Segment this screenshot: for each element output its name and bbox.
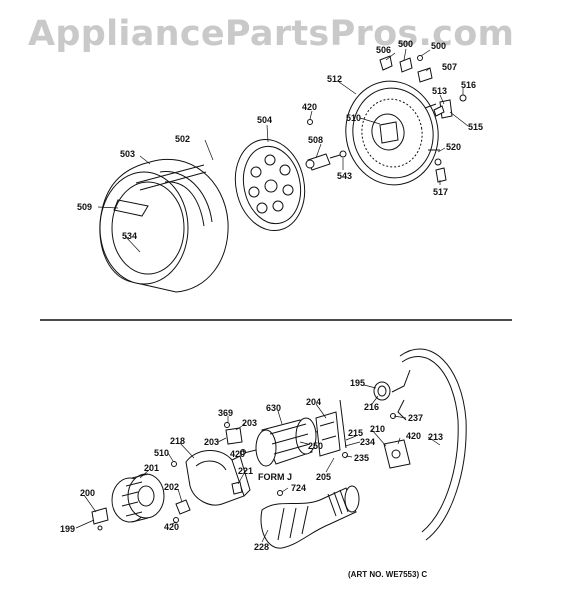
label-507: 507 bbox=[442, 62, 457, 72]
label-420: 420 bbox=[406, 431, 421, 441]
label-504: 504 bbox=[257, 115, 272, 125]
motor-630 bbox=[239, 417, 331, 467]
label-534: 534 bbox=[122, 231, 137, 241]
art-number: (ART NO. WE7553) C bbox=[348, 570, 428, 579]
label-221: 221 bbox=[238, 466, 253, 476]
label-234: 234 bbox=[360, 437, 375, 447]
label-210: 210 bbox=[370, 424, 385, 434]
motor-mount-203 bbox=[224, 422, 246, 455]
label-520: 520 bbox=[446, 142, 461, 152]
label-630: 630 bbox=[266, 403, 281, 413]
label-228: 228 bbox=[254, 542, 269, 552]
label-506: 506 bbox=[376, 45, 391, 55]
label-512: 512 bbox=[327, 74, 342, 84]
label-202: 202 bbox=[164, 482, 179, 492]
watermark-logo: AppliancePartsPros.com bbox=[28, 14, 515, 54]
label-218: 218 bbox=[170, 436, 185, 446]
label-517: 517 bbox=[433, 187, 448, 197]
label-235: 235 bbox=[354, 453, 369, 463]
bottom-leader-lines bbox=[75, 384, 441, 543]
hardware-top-right bbox=[307, 55, 467, 183]
label-250: 250 bbox=[308, 441, 323, 451]
bearing-shaft-508 bbox=[305, 150, 347, 171]
label-510: 510 bbox=[346, 113, 361, 123]
label-199: 199 bbox=[60, 524, 75, 534]
label-201: 201 bbox=[144, 463, 159, 473]
label-203-b: 203 bbox=[204, 437, 219, 447]
label-508: 508 bbox=[308, 135, 323, 145]
exhaust-duct-228 bbox=[260, 485, 360, 549]
tensioner-210 bbox=[383, 413, 411, 469]
bottom-part-labels: 195 216 204 369 630 203 237 215 510 218 … bbox=[60, 378, 443, 552]
label-510: 510 bbox=[154, 448, 169, 458]
label-515: 515 bbox=[468, 122, 483, 132]
top-part-labels: 506 500 500 507 512 420 513 516 510 504 … bbox=[77, 39, 483, 241]
rear-bulkhead-512 bbox=[345, 80, 440, 186]
label-204: 204 bbox=[306, 397, 321, 407]
label-543: 543 bbox=[337, 171, 352, 181]
label-200: 200 bbox=[80, 488, 95, 498]
label-237: 237 bbox=[408, 413, 423, 423]
drive-belt-213 bbox=[399, 348, 467, 541]
label-215: 215 bbox=[348, 428, 363, 438]
label-195: 195 bbox=[350, 378, 365, 388]
blower-wheel-201 bbox=[111, 473, 165, 523]
form-j-label: FORM J bbox=[258, 472, 292, 482]
label-516: 516 bbox=[461, 80, 476, 90]
label-500-b: 500 bbox=[431, 41, 446, 51]
label-203: 203 bbox=[242, 418, 257, 428]
label-513: 513 bbox=[432, 86, 447, 96]
label-502: 502 bbox=[175, 134, 190, 144]
drum-503 bbox=[99, 158, 229, 293]
hardware-bottom-left bbox=[91, 461, 283, 531]
label-509: 509 bbox=[77, 202, 92, 212]
motor-bracket-204 bbox=[315, 399, 348, 458]
label-724: 724 bbox=[291, 483, 306, 493]
idler-pulley-216 bbox=[373, 369, 411, 421]
label-420-c: 420 bbox=[164, 522, 179, 532]
label-503: 503 bbox=[120, 149, 135, 159]
label-420: 420 bbox=[302, 102, 317, 112]
label-369: 369 bbox=[218, 408, 233, 418]
label-420-b: 420 bbox=[230, 449, 245, 459]
label-205: 205 bbox=[316, 472, 331, 482]
blower-housing-218 bbox=[185, 450, 251, 506]
label-213: 213 bbox=[428, 432, 443, 442]
label-216: 216 bbox=[364, 402, 379, 412]
top-leader-lines bbox=[97, 48, 469, 253]
label-500: 500 bbox=[398, 39, 413, 49]
drum-rear-head-504 bbox=[234, 138, 306, 232]
